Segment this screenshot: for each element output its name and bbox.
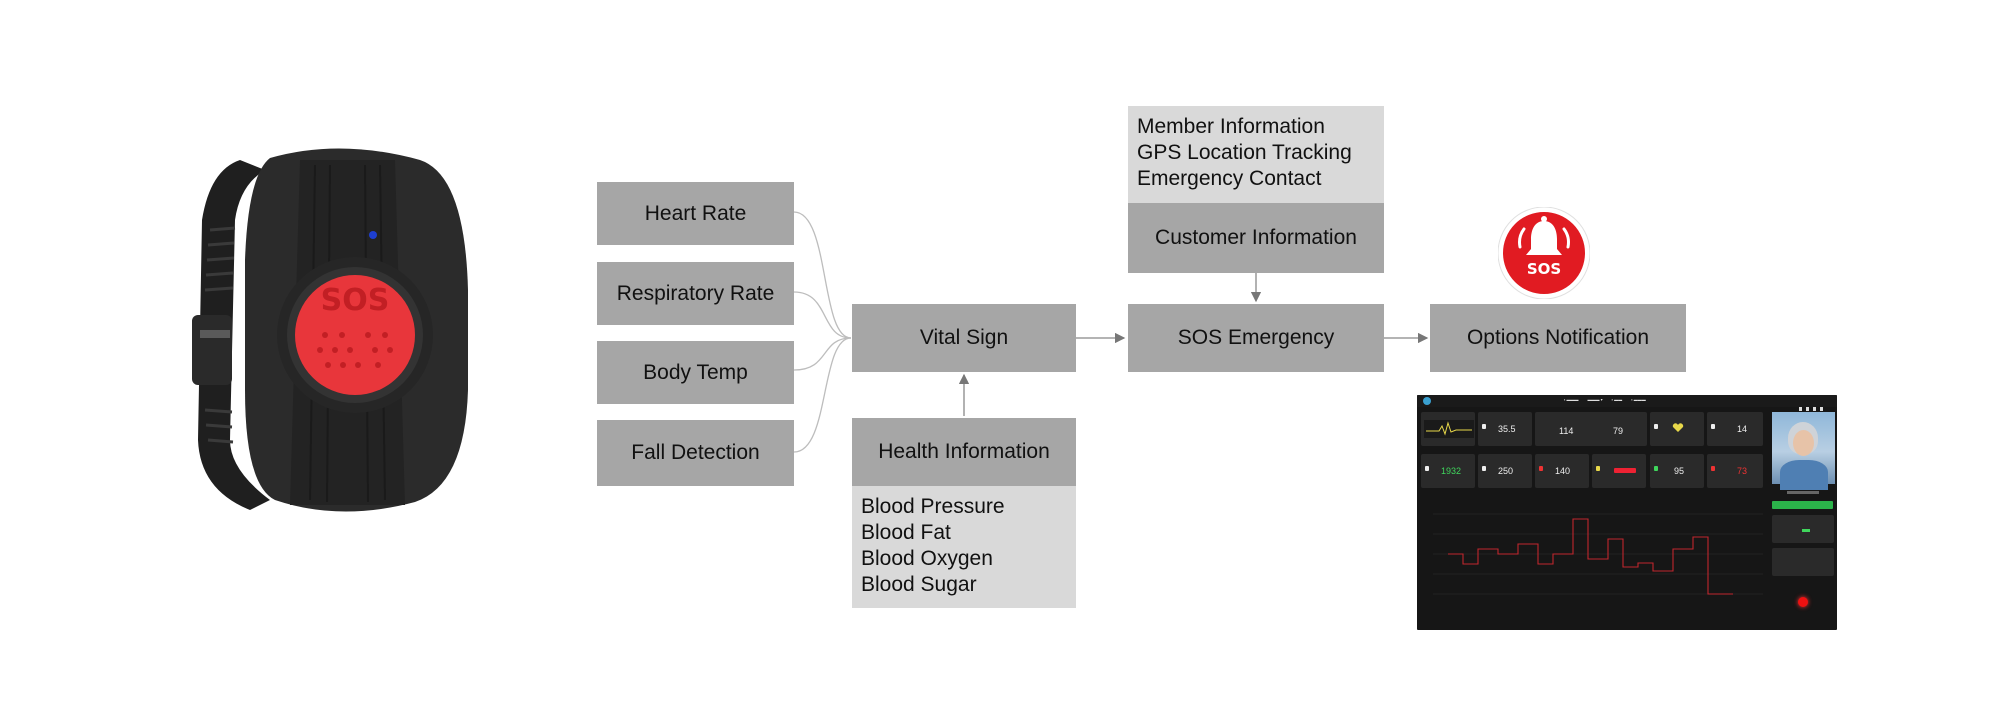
fall-detection-box: Fall Detection (597, 420, 794, 486)
vital-history-chart (1433, 513, 1763, 595)
glucose-value: 140 (1555, 466, 1571, 476)
calories-value: 250 (1498, 466, 1514, 476)
ecg-card (1421, 412, 1475, 446)
steps-card: 1932 (1421, 454, 1475, 488)
calories-card: 250 (1478, 454, 1532, 488)
blood-fat-card: 73 (1707, 454, 1763, 488)
oxygen-card: 95 (1650, 454, 1704, 488)
dashboard-toolbar-icons (1799, 398, 1831, 411)
member-status-button[interactable] (1772, 501, 1833, 509)
health-item: Blood Pressure (861, 495, 1005, 518)
respiration-value: 14 (1737, 424, 1748, 434)
dashboard-menu: ▪ ▬▬▬▬▬▬ ▾▪ ▬▬▪ ▬▬▬ (1564, 397, 1646, 402)
dashboard-sos-indicator[interactable] (1798, 597, 1808, 607)
oxygen-value: 95 (1674, 466, 1685, 476)
heart-rate-box: Heart Rate (597, 182, 794, 245)
dashboard-topbar: ▪ ▬▬▬▬▬▬ ▾▪ ▬▬▪ ▬▬▬ (1417, 395, 1837, 411)
monitoring-dashboard-screenshot: ▪ ▬▬▬▬▬▬ ▾▪ ▬▬▪ ▬▬▬ 35.5 114 79 14 1932 … (1417, 395, 1837, 630)
steps-value: 1932 (1441, 466, 1462, 476)
respiratory-rate-box: Respiratory Rate (597, 262, 794, 325)
blood-pressure-card: 114 79 (1535, 412, 1647, 446)
side-card-1 (1772, 515, 1834, 543)
blood-fat-value: 73 (1737, 466, 1748, 476)
vital-sign-box: Vital Sign (852, 304, 1076, 372)
options-notification-box: Options Notification (1430, 304, 1686, 372)
systolic-value: 114 (1559, 426, 1574, 436)
customer-item: GPS Location Tracking (1137, 141, 1352, 164)
health-item: Blood Oxygen (861, 547, 993, 570)
heart-card (1650, 412, 1704, 446)
glucose-card: 140 (1535, 454, 1589, 488)
status-card (1592, 454, 1646, 488)
respiration-card: 14 (1707, 412, 1763, 446)
dashboard-logo-icon (1423, 397, 1431, 405)
side-card-2 (1772, 548, 1834, 576)
sos-badge-label: SOS (1527, 260, 1561, 278)
sos-emergency-box: SOS Emergency (1128, 304, 1384, 372)
health-information-box: Health Information (852, 418, 1076, 486)
customer-item: Emergency Contact (1137, 167, 1322, 190)
sos-wristband-device: SOS (192, 148, 468, 512)
customer-information-list: Member Information GPS Location Tracking… (1128, 106, 1384, 203)
health-item: Blood Fat (861, 521, 951, 544)
temp-card: 35.5 (1478, 412, 1532, 446)
health-item: Blood Sugar (861, 573, 977, 596)
diastolic-value: 79 (1613, 426, 1624, 436)
customer-item: Member Information (1137, 115, 1325, 138)
body-temp-box: Body Temp (597, 341, 794, 404)
customer-information-box: Customer Information (1128, 203, 1384, 273)
sos-bell-icon: SOS (1498, 207, 1590, 299)
member-photo (1772, 412, 1835, 490)
device-sos-label: SOS (321, 283, 390, 318)
temp-value: 35.5 (1498, 424, 1516, 434)
health-information-list: Blood Pressure Blood Fat Blood Oxygen Bl… (852, 486, 1076, 608)
